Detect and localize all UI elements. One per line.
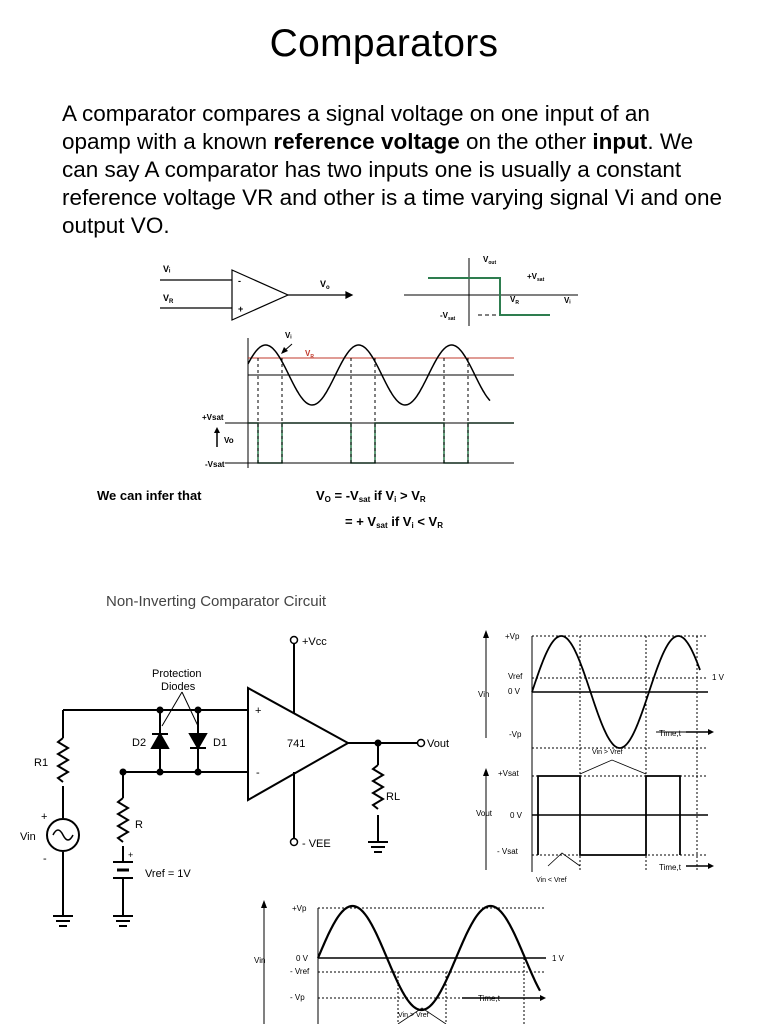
g1-pos-vsat-label: +Vsat (498, 769, 519, 778)
g2-neg-vref-label: - Vref (290, 967, 310, 976)
g1-one-volt-label: 1 V (712, 673, 725, 682)
source-plus: + (41, 811, 47, 823)
g2-one-volt-label: 1 V (552, 954, 565, 963)
graph1-sine-wave (531, 635, 701, 749)
diodes-label: Diodes (161, 681, 196, 693)
input-sine-wave (247, 344, 491, 406)
fig1-vi-label: Vᵢ (163, 264, 171, 274)
protection-label: Protection (152, 668, 202, 680)
battery-plus: + (128, 850, 133, 860)
opamp-741 (247, 686, 351, 802)
intro-text-2: on the other (459, 129, 593, 154)
r1-label: R1 (34, 757, 48, 769)
vcc-label: +Vcc (302, 636, 327, 648)
rl-resistor (371, 764, 385, 810)
r-resistor (116, 797, 130, 843)
slide-title: Comparators (269, 22, 499, 65)
comparator-circuit (53, 644, 418, 927)
g2-neg-vp-label: - Vp (290, 993, 305, 1002)
circuit-opamp-minus: - (256, 767, 260, 779)
g2-vin-gt-vref: Vin > Vref (398, 1012, 429, 1019)
r-label: R (135, 819, 143, 831)
graph2-sine-wave (316, 904, 541, 1012)
g1-vref-label: Vref (508, 672, 523, 681)
input-sine-graph (261, 900, 546, 1024)
vout-terminal (416, 738, 426, 748)
neg-vsat-label: -Vsat (440, 311, 456, 322)
opamp-plus-sign: + (238, 304, 243, 314)
fig2-vo-label: Vo (224, 436, 234, 445)
g1-time-label: Time,t (659, 729, 682, 738)
vcc-terminal (289, 635, 299, 645)
g2-vin-label: Vin (254, 956, 265, 965)
graph1-square-wave (537, 775, 681, 856)
intro-bold-input: input (592, 129, 648, 154)
circuit-title: Non-Inverting Comparator Circuit (106, 593, 327, 610)
g1-vout-label: Vout (476, 809, 493, 818)
transfer-characteristic (404, 258, 578, 326)
fig2-neg-vsat-label: -Vsat (205, 460, 225, 469)
opamp-minus-sign: - (238, 276, 241, 286)
g2-zero-label: 0 V (296, 954, 309, 963)
g1-vin-lt-vref: Vin < Vref (536, 877, 567, 884)
vi-axis-label: Vᵢ (564, 296, 570, 305)
fig2-pos-vsat-label: +Vsat (202, 413, 224, 422)
g1-time2-label: Time,t (659, 863, 682, 872)
d1-diode (188, 733, 208, 751)
fig2-vr-label: VR (305, 349, 314, 360)
ac-source-wave (52, 829, 74, 841)
vee-label: - VEE (302, 838, 331, 850)
comparator-symbol-figure (160, 269, 354, 321)
fig1-vo-label: Vo (320, 279, 330, 291)
opamp-741-label: 741 (287, 738, 305, 750)
circuit-vout-label: Vout (427, 738, 449, 750)
intro-paragraph: A comparator compares a signal voltage o… (62, 100, 722, 240)
intro-bold-reference-voltage: reference voltage (273, 129, 460, 154)
g1-neg-vsat-label: - Vsat (497, 847, 519, 856)
r1-resistor (56, 737, 70, 783)
opamp-triangle (231, 269, 290, 321)
vref-equals-label: Vref = 1V (145, 868, 191, 880)
rl-label: RL (386, 791, 400, 803)
vr-axis-label: VR (510, 295, 519, 306)
infer-line-2: = + Vsat if Vi < VR (345, 514, 443, 530)
circuit-vin-label: Vin (20, 831, 36, 843)
vee-terminal (289, 837, 299, 847)
d2-diode (150, 731, 170, 749)
g1-neg-vp-label: -Vp (509, 730, 522, 739)
pos-vsat-label: +Vsat (527, 272, 545, 283)
sine-comparison-figure (214, 338, 514, 468)
infer-lead: We can infer that (97, 488, 202, 503)
g1-vin-gt-vref: Vin > Vref (592, 749, 623, 756)
circuit-opamp-plus: + (255, 705, 261, 717)
g1-zero2-label: 0 V (510, 811, 523, 820)
fig1-vr-label: VR (163, 293, 174, 305)
g1-vp-label: +Vp (505, 632, 520, 641)
g2-time-label: Time,t (478, 994, 501, 1003)
infer-line-1: VO = -Vsat if Vi > VR (316, 488, 426, 504)
g1-vin-label: Vin (478, 690, 489, 699)
intro-text-1: A comparator compares a signal voltage o… (62, 101, 650, 154)
g1-zero-label: 0 V (508, 687, 521, 696)
output-waveform-graph (483, 630, 714, 872)
d2-label: D2 (132, 737, 146, 749)
output-square-wave (248, 422, 514, 464)
d1-label: D1 (213, 737, 227, 749)
source-minus: - (43, 853, 47, 865)
g2-vp-label: +Vp (292, 904, 307, 913)
vout-axis-label: Vout (483, 255, 496, 266)
intro-text-3: . We can say A comparator has two inputs… (62, 129, 722, 238)
fig2-vi-label: Vᵢ (285, 331, 291, 340)
transfer-curve (428, 277, 550, 316)
